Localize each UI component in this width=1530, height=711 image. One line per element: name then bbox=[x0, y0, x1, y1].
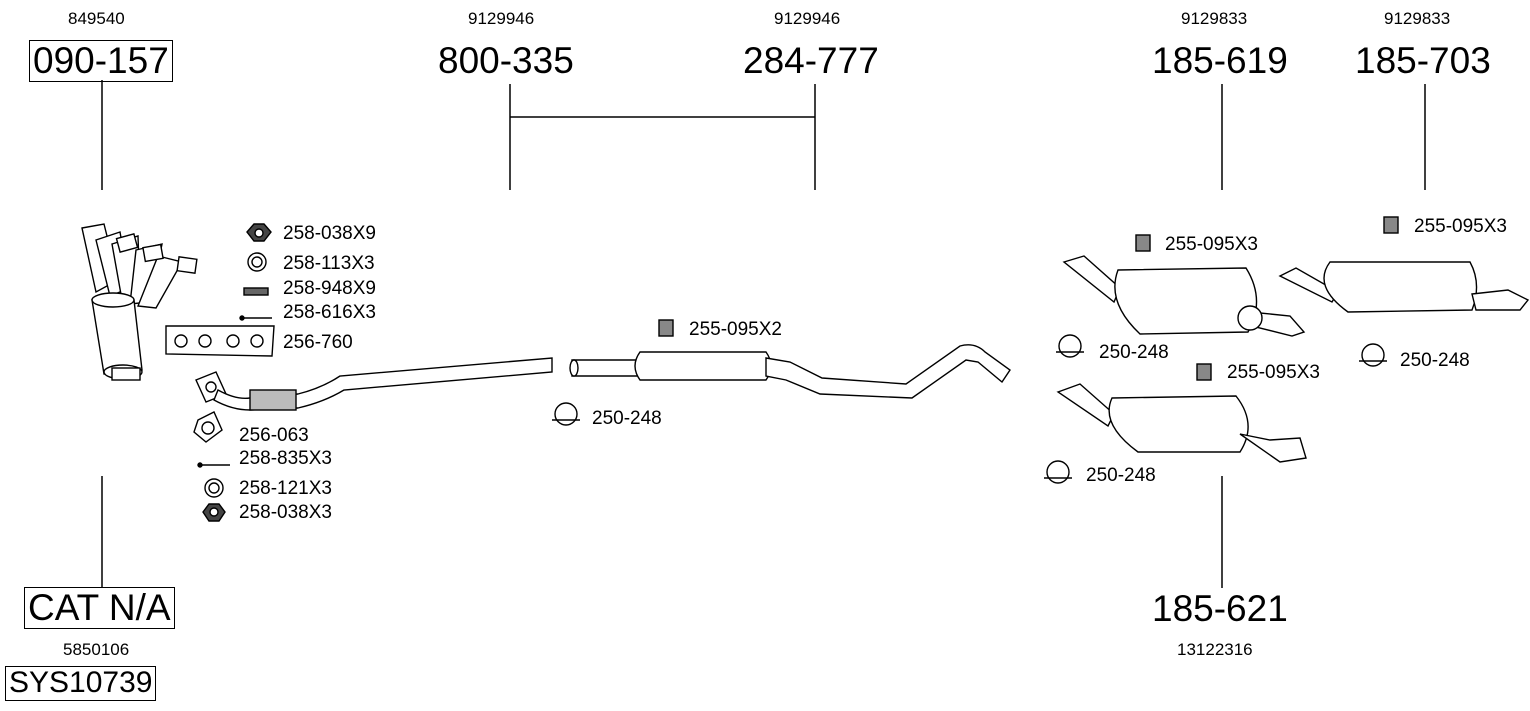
part-090-157[interactable]: 090-157 bbox=[29, 40, 173, 82]
part-185-619[interactable]: 185-619 bbox=[1152, 40, 1288, 81]
label-255-095x2: 255-095X2 bbox=[689, 319, 782, 340]
label-250-248-c: 250-248 bbox=[1086, 465, 1156, 486]
rear-silencer-185-621 bbox=[1056, 383, 1307, 463]
cat-na-box[interactable]: CAT N/A bbox=[24, 587, 175, 629]
rear-silencer-185-619 bbox=[1062, 255, 1306, 337]
label-255-095x3-a: 255-095X3 bbox=[1165, 234, 1258, 255]
label-258-616x3: 258-616X3 bbox=[283, 302, 376, 323]
label-250-248-center: 250-248 bbox=[592, 408, 662, 429]
ref-13122316: 13122316 bbox=[1177, 640, 1253, 659]
label-258-038x9: 258-038X9 bbox=[283, 223, 376, 244]
ref-9129833-left: 9129833 bbox=[1181, 9, 1248, 28]
label-256-760: 256-760 bbox=[283, 332, 353, 353]
label-258-038x3: 258-038X3 bbox=[239, 502, 332, 523]
ref-9129833-right: 9129833 bbox=[1384, 9, 1451, 28]
label-258-835x3: 258-835X3 bbox=[239, 448, 332, 469]
ref-5850106: 5850106 bbox=[63, 640, 130, 659]
label-258-121x3: 258-121X3 bbox=[239, 478, 332, 499]
hardware-icons bbox=[193, 223, 272, 522]
ref-9129946-left: 9129946 bbox=[468, 9, 535, 28]
label-258-113x3: 258-113X3 bbox=[283, 253, 375, 274]
system-code: SYS10739 bbox=[5, 666, 157, 701]
label-256-063: 256-063 bbox=[239, 425, 309, 446]
part-800-335[interactable]: 800-335 bbox=[438, 40, 574, 81]
part-185-703[interactable]: 185-703 bbox=[1355, 40, 1491, 81]
ref-849540: 849540 bbox=[68, 9, 125, 28]
center-section bbox=[569, 344, 1011, 399]
label-255-095x3-b: 255-095X3 bbox=[1414, 216, 1507, 237]
gasket-256-760 bbox=[165, 325, 275, 357]
ref-9129946-right: 9129946 bbox=[774, 9, 841, 28]
label-250-248-a: 250-248 bbox=[1099, 342, 1169, 363]
front-pipe bbox=[195, 357, 553, 411]
label-250-248-b: 250-248 bbox=[1400, 350, 1470, 371]
part-284-777[interactable]: 284-777 bbox=[743, 40, 879, 81]
manifold-catalyst bbox=[81, 223, 198, 381]
label-258-948x9: 258-948X9 bbox=[283, 278, 376, 299]
part-185-621[interactable]: 185-621 bbox=[1152, 588, 1288, 629]
label-255-095x3-c: 255-095X3 bbox=[1227, 362, 1320, 383]
clamps-hangers bbox=[552, 216, 1399, 484]
rear-silencer-185-703 bbox=[1278, 261, 1530, 313]
